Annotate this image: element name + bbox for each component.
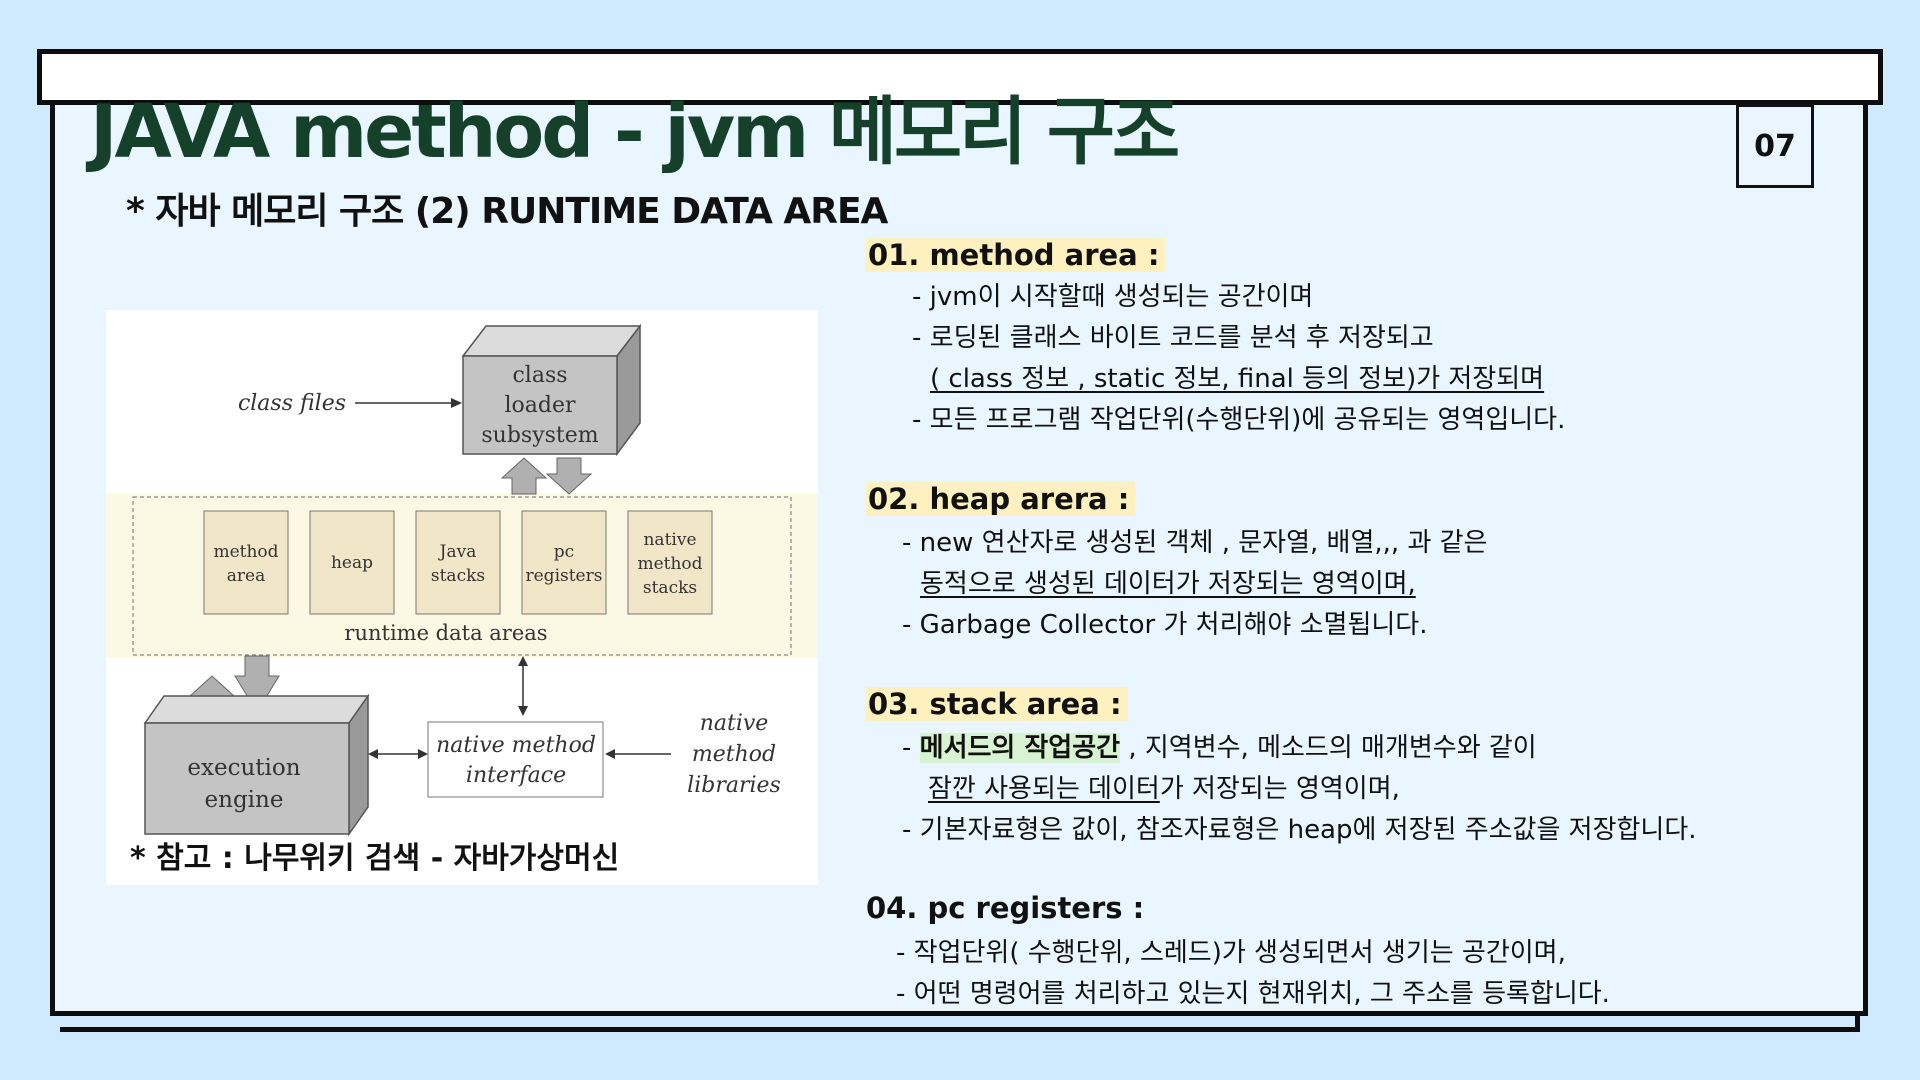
method-area-line-3: ( class 정보 , static 정보, final 등의 정보)가 저장… [930, 364, 1545, 394]
area-method-line2: area [227, 566, 265, 586]
stack-area-line-1: - 메서드의 작업공간 , 지역변수, 메소드의 매개변수와 같이 [902, 727, 1537, 764]
method-area-line-2: - 로딩된 클래스 바이트 코드를 분석 후 저장되고 [912, 323, 1434, 353]
native-interface-line1: native method [436, 733, 596, 758]
execution-engine-line2: engine [205, 787, 284, 813]
page-subtitle: * 자바 메모리 구조 (2) RUNTIME DATA AREA [126, 191, 888, 232]
native-libraries-line3: libraries [687, 773, 781, 798]
area-java-stacks-line2: stacks [431, 566, 485, 586]
area-heap: heap [331, 553, 373, 573]
heap-area-line-1: - new 연산자로 생성된 객체 , 문자열, 배열,,, 과 같은 [902, 528, 1488, 558]
method-area-line-1: - jvm이 시작할때 생성되는 공간이며 [912, 282, 1314, 312]
jvm-architecture-diagram: class loader subsystem class files metho… [106, 310, 818, 885]
stack-area-line-1-rest: , 지역변수, 메소드의 매개변수와 같이 [1120, 733, 1537, 763]
pc-registers-line-2: - 어떤 명령어를 처리하고 있는지 현재위치, 그 주소를 등록합니다. [896, 979, 1610, 1009]
heap-area-line-2: 동적으로 생성된 데이터가 저장되는 영역이며, [920, 569, 1416, 599]
class-loader-line3: subsystem [481, 423, 598, 448]
section-pc-registers-heading: 04. pc registers : [866, 891, 1145, 925]
area-pc-registers-line2: registers [526, 566, 603, 586]
pc-registers-line-1: - 작업단위( 수행단위, 스레드)가 생성되면서 생기는 공간이며, [896, 938, 1566, 968]
class-loader-line2: loader [504, 393, 576, 418]
native-libraries-line2: method [692, 742, 776, 767]
top-bar [37, 49, 1883, 105]
native-interface-line2: interface [466, 763, 566, 788]
page-title: JAVA method - jvm 메모리 구조 [90, 89, 1180, 175]
runtime-data-areas-label: runtime data areas [344, 621, 547, 645]
area-pc-registers-line1: pc [554, 542, 574, 562]
page-number: 07 [1736, 104, 1814, 188]
execution-engine-line1: execution [187, 755, 300, 781]
stack-area-underlined: 잠깐 사용되는 데이터 [928, 774, 1160, 804]
stack-area-line-3: - 기본자료형은 값이, 참조자료형은 heap에 저장된 주소값을 저장합니다… [902, 815, 1697, 845]
area-native-stacks-line3: stacks [643, 578, 697, 598]
stack-area-highlight: 메서드의 작업공간 [919, 733, 1121, 763]
section-stack-area-heading: 03. stack area : [866, 687, 1128, 721]
area-method-line1: method [213, 542, 278, 562]
stack-area-dash: - [902, 733, 920, 763]
native-libraries-line1: native [700, 711, 769, 736]
class-loader-line1: class [512, 363, 567, 388]
section-heap-area-heading: 02. heap arera : [866, 482, 1136, 516]
stack-area-line-2: 잠깐 사용되는 데이터가 저장되는 영역이며, [928, 768, 1400, 805]
area-native-stacks-line2: method [637, 554, 702, 574]
method-area-line-4: - 모든 프로그램 작업단위(수행단위)에 공유되는 영역입니다. [912, 405, 1566, 435]
section-method-area-heading: 01. method area : [866, 238, 1166, 272]
reference-note: * 참고 : 나무위키 검색 - 자바가상머신 [130, 841, 620, 876]
area-native-stacks-line1: native [643, 530, 696, 550]
class-files-label: class files [238, 391, 346, 416]
area-java-stacks-line1: Java [438, 542, 477, 562]
stack-area-line-2-rest: 가 저장되는 영역이며, [1159, 774, 1400, 804]
heap-area-line-3: - Garbage Collector 가 처리해야 소멸됩니다. [902, 610, 1428, 640]
